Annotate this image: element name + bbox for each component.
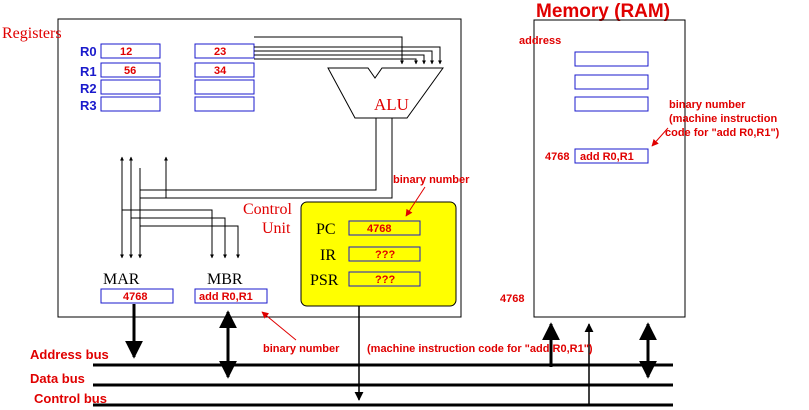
register-r2-col2-box	[194, 79, 255, 95]
register-r1-col1-value: 56	[124, 65, 136, 77]
pc-binary-number-label: binary number	[393, 174, 470, 186]
memory-title: Memory (RAM)	[536, 1, 670, 22]
memory-cell-address: 4768	[545, 151, 569, 163]
memory-box	[533, 19, 686, 318]
mar-label: MAR	[103, 271, 140, 288]
psr-value: ???	[375, 274, 395, 286]
register-r1-col2-box	[194, 62, 255, 78]
register-r2-col1-box	[100, 79, 161, 95]
control-unit-label-line2: Unit	[262, 220, 291, 237]
register-r0-col1-box	[100, 43, 161, 59]
mbr-box	[194, 288, 268, 304]
alu-label: ALU	[374, 95, 409, 114]
register-r3-col1-box	[100, 96, 161, 112]
mbr-value: add R0,R1	[199, 291, 253, 303]
control-bus-label: Control bus	[34, 391, 107, 406]
memory-bottom-address: 4768	[500, 293, 524, 305]
pc-value: 4768	[367, 223, 391, 235]
register-name-r0: R0	[80, 44, 97, 59]
memory-cell-3	[574, 96, 649, 112]
bus-annotation-part1: binary number	[263, 343, 340, 355]
memory-cell-value: add R0,R1	[580, 151, 634, 163]
ir-value: ???	[375, 249, 395, 261]
memory-cell-2	[574, 74, 649, 90]
psr-label: PSR	[310, 272, 339, 289]
register-name-r2: R2	[80, 81, 97, 96]
mar-box	[100, 288, 174, 304]
memory-address-label: address	[519, 35, 561, 47]
memory-annotation-line1: binary number	[669, 99, 746, 111]
register-name-r1: R1	[80, 64, 97, 79]
control-unit-label-line1: Control	[243, 201, 292, 218]
register-r0-col1-value: 12	[120, 46, 132, 58]
data-bus-label: Data bus	[30, 371, 85, 386]
memory-annotation-line2: (machine instruction	[669, 113, 777, 125]
ir-label: IR	[320, 247, 336, 264]
cpu-box	[57, 18, 462, 318]
mar-value: 4768	[123, 291, 147, 303]
pc-box	[348, 220, 421, 236]
memory-cell-4768	[574, 148, 649, 164]
address-bus-label: Address bus	[30, 347, 109, 362]
alu-shape	[327, 67, 444, 119]
register-r1-col1-box	[100, 62, 161, 78]
register-r3-col2-box	[194, 96, 255, 112]
register-name-r3: R3	[80, 98, 97, 113]
control-unit-box	[300, 201, 457, 307]
ir-box	[348, 246, 421, 262]
pc-label: PC	[316, 221, 336, 238]
mbr-label: MBR	[207, 271, 243, 288]
registers-title: Registers	[2, 25, 62, 42]
register-r0-col2-value: 23	[214, 46, 226, 58]
bus-annotation-part2: (machine instruction code for "add R0,R1…	[367, 343, 593, 355]
psr-box	[348, 271, 421, 287]
memory-annotation-line3: code for "add R0,R1")	[665, 127, 780, 139]
memory-cell-1	[574, 51, 649, 67]
register-r1-col2-value: 34	[214, 65, 227, 77]
